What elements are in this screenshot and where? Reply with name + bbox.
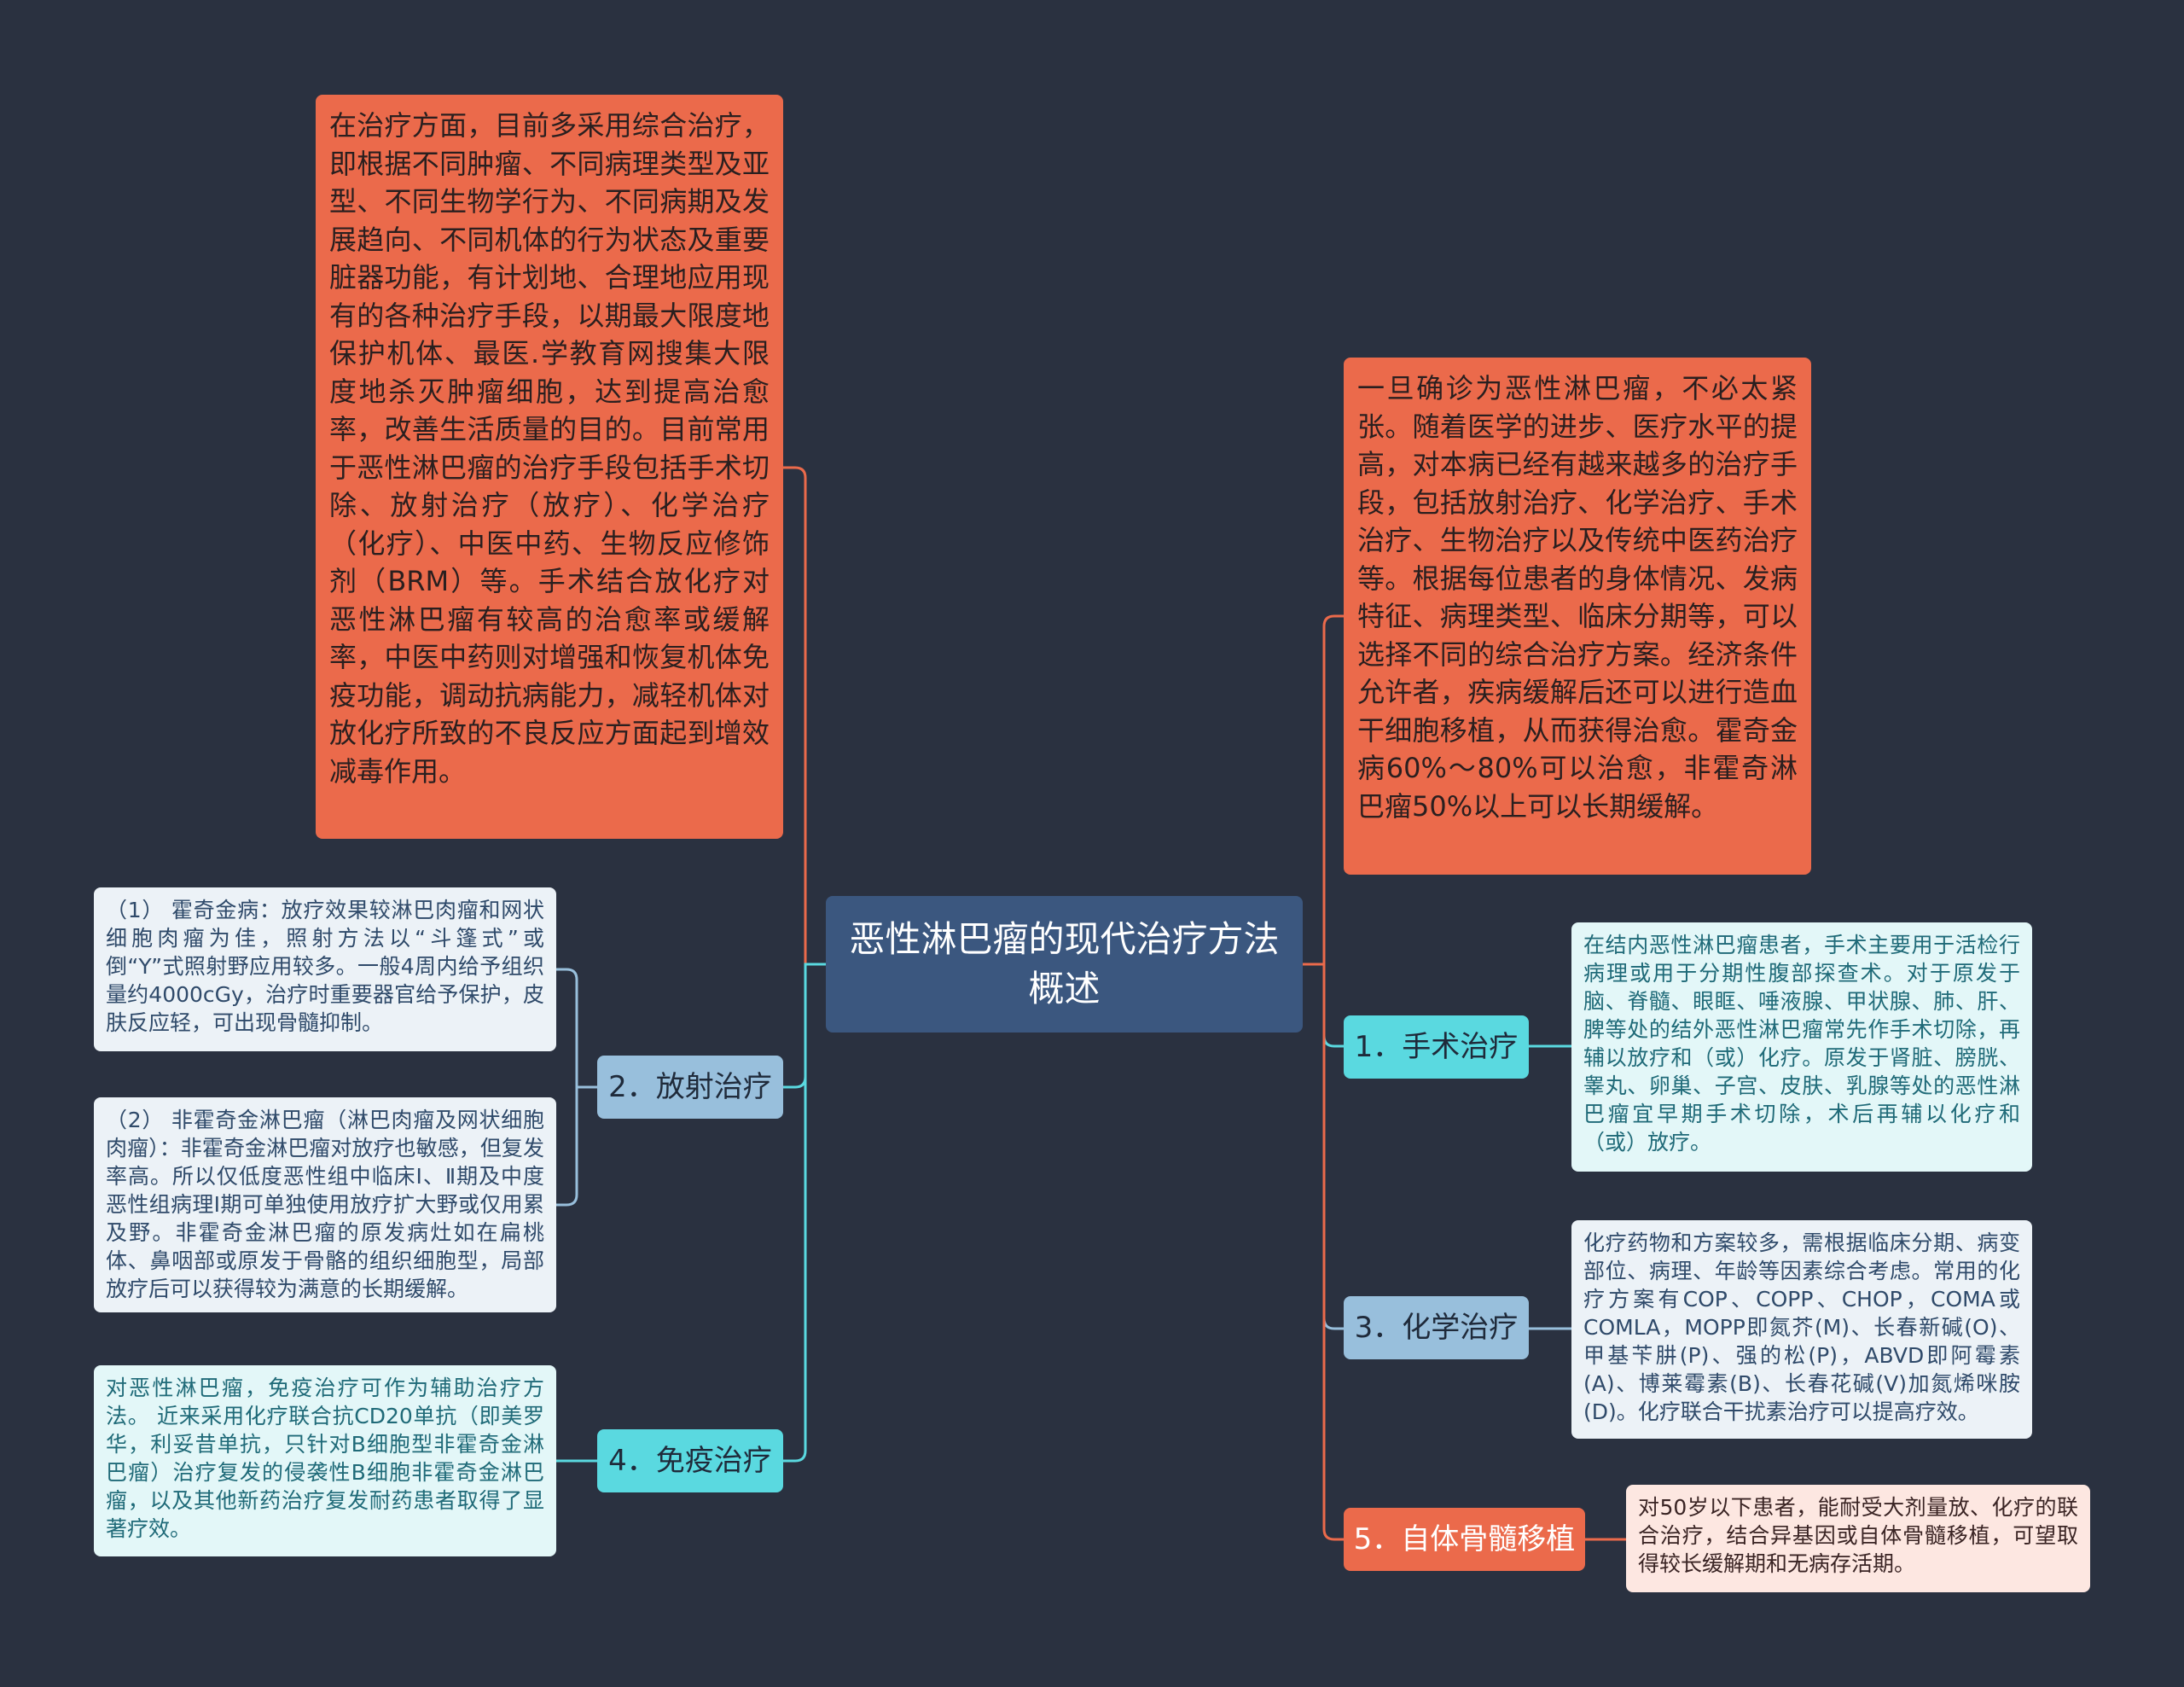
- leaf-immune-text: 对恶性淋巴瘤，免疫治疗可作为辅助治疗方法。 近来采用化疗联合抗CD20单抗（即美…: [106, 1376, 544, 1541]
- topic-surgery-label: 1．手术治疗: [1354, 1030, 1519, 1064]
- topic-immune-label: 4．免疫治疗: [608, 1444, 772, 1478]
- connector-marrow: [1303, 963, 1344, 1541]
- connector-right-top: [1303, 614, 1344, 966]
- leaf-radiation-hodgkin-text: （1） 霍奇金病：放疗效果较淋巴肉瘤和网状细胞肉瘤为佳，照射方法以“斗篷式”或倒…: [106, 898, 544, 1035]
- topic-surgery[interactable]: 1．手术治疗: [1344, 1015, 1529, 1079]
- connector-radiation-1: [556, 968, 597, 1089]
- leaf-marrow[interactable]: 对50岁以下患者，能耐受大剂量放、化疗的联合治疗，结合异基因或自体骨髓移植，可望…: [1626, 1485, 2090, 1592]
- leaf-chemo-text: 化疗药物和方案较多，需根据临床分期、病变部位、病理、年龄等因素综合考虑。常用的化…: [1583, 1230, 2020, 1424]
- topic-radiation[interactable]: 2．放射治疗: [597, 1056, 783, 1119]
- connector-immune: [783, 963, 826, 1463]
- left-overview-note[interactable]: 在治疗方面，目前多采用综合治疗，即根据不同肿瘤、不同病理类型及亚型、不同生物学行…: [316, 95, 783, 839]
- connector-radiation-2: [556, 1085, 597, 1207]
- leaf-immune[interactable]: 对恶性淋巴瘤，免疫治疗可作为辅助治疗方法。 近来采用化疗联合抗CD20单抗（即美…: [94, 1365, 556, 1556]
- leaf-surgery[interactable]: 在结内恶性淋巴瘤患者，手术主要用于活检行病理或用于分期性腹部探查术。对于原发于脑…: [1571, 922, 2032, 1172]
- left-overview-text: 在治疗方面，目前多采用综合治疗，即根据不同肿瘤、不同病理类型及亚型、不同生物学行…: [329, 109, 770, 788]
- topic-radiation-label: 2．放射治疗: [608, 1070, 772, 1104]
- right-overview-note[interactable]: 一旦确诊为恶性淋巴瘤，不必太紧张。随着医学的进步、医疗水平的提高，对本病已经有越…: [1344, 358, 1811, 875]
- central-topic-label: 恶性淋巴瘤的现代治疗方法概述: [849, 918, 1280, 1009]
- leaf-radiation-nonhodgkin[interactable]: （2） 非霍奇金淋巴瘤（淋巴肉瘤及网状细胞肉瘤）：非霍奇金淋巴瘤对放疗也敏感，但…: [94, 1097, 556, 1312]
- topic-marrow-label: 5．自体骨髓移植: [1353, 1522, 1576, 1556]
- topic-chemo[interactable]: 3．化学治疗: [1344, 1296, 1529, 1359]
- topic-marrow[interactable]: 5．自体骨髓移植: [1344, 1508, 1585, 1571]
- connector-left-top: [783, 466, 826, 966]
- right-overview-text: 一旦确诊为恶性淋巴瘤，不必太紧张。随着医学的进步、医疗水平的提高，对本病已经有越…: [1357, 372, 1798, 823]
- leaf-surgery-text: 在结内恶性淋巴瘤患者，手术主要用于活检行病理或用于分期性腹部探查术。对于原发于脑…: [1583, 933, 2020, 1155]
- topic-chemo-label: 3．化学治疗: [1354, 1311, 1519, 1345]
- leaf-radiation-hodgkin[interactable]: （1） 霍奇金病：放疗效果较淋巴肉瘤和网状细胞肉瘤为佳，照射方法以“斗篷式”或倒…: [94, 887, 556, 1051]
- topic-immune[interactable]: 4．免疫治疗: [597, 1429, 783, 1492]
- leaf-marrow-text: 对50岁以下患者，能耐受大剂量放、化疗的联合治疗，结合异基因或自体骨髓移植，可望…: [1638, 1495, 2078, 1576]
- central-topic[interactable]: 恶性淋巴瘤的现代治疗方法概述: [826, 896, 1303, 1033]
- leaf-radiation-nonhodgkin-text: （2） 非霍奇金淋巴瘤（淋巴肉瘤及网状细胞肉瘤）：非霍奇金淋巴瘤对放疗也敏感，但…: [106, 1108, 544, 1301]
- leaf-chemo[interactable]: 化疗药物和方案较多，需根据临床分期、病变部位、病理、年龄等因素综合考虑。常用的化…: [1571, 1220, 2032, 1439]
